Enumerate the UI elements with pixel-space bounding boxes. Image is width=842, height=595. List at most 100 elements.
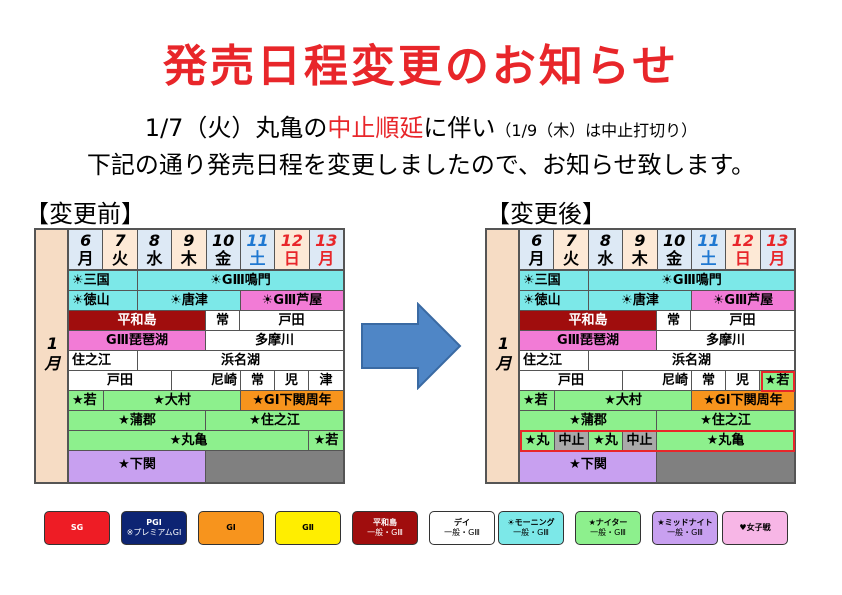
venue-cell: 津	[309, 371, 343, 391]
weekday: 木	[631, 249, 648, 268]
venue-cell: ☀徳山	[69, 291, 138, 311]
venue-cell-changed: ★丸	[589, 431, 623, 451]
day-number: 9	[183, 231, 195, 250]
day-number: 6	[531, 231, 543, 250]
venue-cell: 常	[657, 311, 691, 331]
venue-cell: GⅢ琵琶湖	[520, 331, 657, 351]
schedule-row: ★若 ★大村 ★GⅠ下関周年	[520, 391, 794, 411]
schedule-row: ★下関	[69, 451, 343, 482]
venue-cell: ★丸亀	[69, 431, 309, 451]
venue-cell: ★若	[69, 391, 104, 411]
legend-badge: デイ一般・GⅢ	[429, 511, 495, 545]
schedule-row: 戸田 尼崎 常 児 津	[69, 371, 343, 391]
legend-label: ★ナイター	[588, 518, 628, 527]
legend-badge: ☀モーニング一般・GⅢ	[498, 511, 564, 545]
legend-sublabel: ※プレミアムGⅠ	[126, 528, 182, 537]
month-column: 1 月	[487, 230, 520, 482]
venue-cell: ★若	[520, 391, 555, 411]
schedule-row: GⅢ琵琶湖 多摩川	[69, 331, 343, 351]
venue-cell: 児	[275, 371, 309, 391]
venue-cell: 浜名湖	[589, 351, 794, 371]
legend-badge: GⅠ	[198, 511, 264, 545]
venue-cell: ★住之江	[657, 411, 794, 431]
day-number: 9	[634, 231, 646, 250]
weekday: 月	[528, 249, 545, 268]
legend-label: GⅡ	[302, 523, 314, 532]
legend-label: GⅠ	[226, 523, 236, 532]
weekday: 月	[318, 249, 335, 268]
before-label: 【変更前】	[25, 200, 145, 228]
legend-badge: SG	[44, 511, 110, 545]
notice-line-2: 下記の通り発売日程を変更しましたので、お知らせ致します。	[86, 151, 756, 179]
month-column: 1 月	[36, 230, 69, 482]
legend-sublabel: 一般・GⅢ	[513, 528, 549, 537]
venue-cell: 戸田	[520, 371, 623, 391]
after-label: 【変更後】	[486, 200, 606, 228]
legend-label: PGⅠ	[146, 518, 162, 527]
legend-label: デイ	[454, 518, 470, 527]
venue-cell: ☀三国	[520, 271, 589, 291]
notice-highlight: 中止順延	[327, 114, 424, 142]
weekday: 火	[563, 249, 580, 268]
venue-cell: ★蒲郡	[69, 411, 206, 431]
day-number: 13	[766, 231, 789, 250]
month-unit: 月	[44, 354, 61, 373]
venue-cell: ☀唐津	[589, 291, 692, 311]
venue-cell: ☀GⅢ芦屋	[692, 291, 794, 311]
venue-cell: ☀GⅢ鳴門	[589, 271, 794, 291]
venue-cell: 尼崎	[172, 371, 241, 391]
weekday: 土	[700, 249, 717, 268]
day-number: 13	[315, 231, 338, 250]
legend-badge: ★ナイター一般・GⅢ	[575, 511, 641, 545]
legend-badge: ♥女子戦	[722, 511, 788, 545]
schedule-row: ☀三国 ☀GⅢ鳴門	[69, 271, 343, 291]
day-number: 7	[114, 231, 126, 250]
weekday: 水	[597, 249, 614, 268]
venue-cell: 常	[206, 311, 240, 331]
venue-cell: ★大村	[555, 391, 692, 411]
venue-cell-changed: ★丸	[520, 431, 555, 451]
venue-cell: ★大村	[104, 391, 241, 411]
venue-cell: ☀唐津	[138, 291, 241, 311]
venue-cell: ★GⅠ下関周年	[692, 391, 794, 411]
schedule-row: 平和島 常 戸田	[69, 311, 343, 331]
schedule-row: ★丸亀 ★若	[69, 431, 343, 451]
venue-cell: ★若	[309, 431, 343, 451]
legend-badge: GⅡ	[275, 511, 341, 545]
venue-cell: ☀徳山	[520, 291, 589, 311]
schedule-row: ★丸 中止 ★丸 中止 ★丸亀	[520, 431, 794, 451]
venue-cell: 住之江	[69, 351, 138, 371]
weekday: 金	[215, 249, 232, 268]
venue-cell: 尼崎	[623, 371, 692, 391]
weekday: 日	[734, 249, 751, 268]
venue-cell: ★住之江	[206, 411, 343, 431]
venue-cell: 常	[692, 371, 726, 391]
day-number: 12	[731, 231, 755, 250]
empty-cell	[657, 451, 794, 482]
day-number: 11	[697, 231, 720, 250]
notice-note: （1/9（木）は中止打切り）	[495, 121, 698, 140]
weekday: 月	[769, 249, 786, 268]
notice-text-b: に伴い	[423, 114, 496, 142]
cancel-cell: 中止	[555, 431, 589, 451]
legend-label: ♥女子戦	[739, 523, 771, 532]
legend-sublabel: 一般・GⅢ	[444, 528, 480, 537]
venue-cell: ★下関	[69, 451, 206, 482]
schedule-row: 住之江 浜名湖	[69, 351, 343, 371]
schedule-row: ☀徳山 ☀唐津 ☀GⅢ芦屋	[520, 291, 794, 311]
cancel-cell: 中止	[623, 431, 657, 451]
venue-cell-changed: ★若	[760, 371, 794, 391]
legend-badge: 平和島一般・GⅢ	[352, 511, 418, 545]
schedule-row: ☀三国 ☀GⅢ鳴門	[520, 271, 794, 291]
venue-cell: ★蒲郡	[520, 411, 657, 431]
